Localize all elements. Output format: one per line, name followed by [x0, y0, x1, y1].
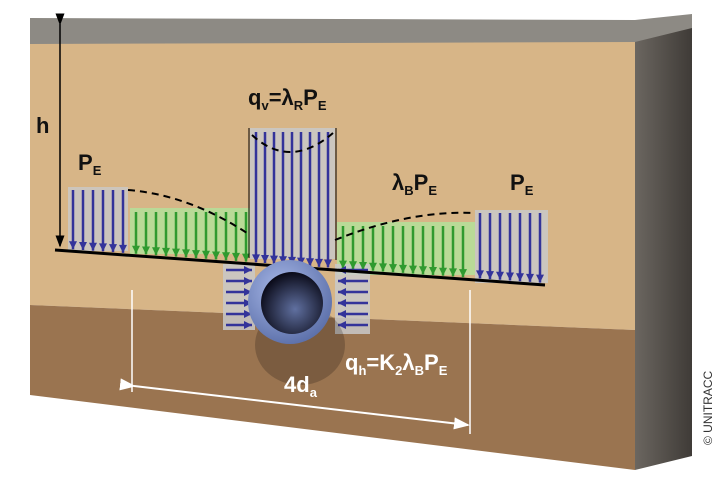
load-zone-green-left [130, 208, 250, 254]
arrow-head [242, 253, 250, 262]
arrow-head [99, 243, 107, 252]
arrow-head [162, 247, 170, 256]
arrow-head [89, 242, 97, 251]
arrow-head [244, 288, 252, 296]
label-pe-left: PE [78, 150, 102, 178]
arrow-head [409, 265, 417, 274]
arrow-head [270, 255, 278, 264]
arrow-head [429, 267, 437, 275]
arrow-head [338, 310, 346, 318]
arrow-head [244, 299, 252, 307]
arrow-head [244, 266, 252, 274]
load-curve-dashed [127, 132, 476, 241]
arrow-head [486, 271, 494, 280]
arrow-head [109, 244, 117, 253]
arrow-head [192, 250, 200, 259]
arrow-head [338, 288, 346, 296]
arrow-head [279, 256, 287, 265]
arrow-head [244, 321, 252, 329]
width-dimension-arrow [119, 378, 470, 430]
arrow-head [79, 242, 87, 250]
arrow-head [349, 261, 357, 270]
arrow-head [119, 244, 127, 253]
label-lambda-b-pe: λBPE [392, 170, 437, 198]
arrow-head [252, 254, 260, 263]
label-h: h [36, 113, 49, 138]
load-arrows [69, 132, 544, 329]
arrow-head [172, 248, 180, 257]
arrow-head [152, 247, 160, 256]
soil-right-face [635, 16, 692, 470]
arrow-head [339, 260, 347, 269]
arrow-head [142, 246, 150, 255]
arrow-head [244, 310, 252, 318]
arrow-head [244, 277, 252, 285]
arrow-head [526, 273, 534, 282]
load-zone-pe-right [475, 210, 548, 283]
arrow-head [516, 273, 524, 282]
arrow-head [379, 263, 387, 272]
arrow-head [419, 266, 427, 275]
arrow-head [496, 271, 504, 280]
arrow-head [439, 267, 447, 276]
lateral-zone-right [335, 264, 370, 334]
arrow-head [338, 277, 346, 285]
arrow-head [232, 252, 240, 261]
label-qh: qh=K2λBPE [345, 350, 448, 378]
arrow-head [476, 270, 484, 279]
copyright-text: © UNITRACC [701, 370, 715, 445]
arrow-head [449, 268, 457, 277]
arrow-head [306, 258, 314, 267]
arrow-head [389, 264, 397, 273]
load-zone-pe-left [68, 187, 128, 251]
arrow-head [338, 321, 346, 329]
arrow-head [212, 251, 220, 260]
arrow-head [536, 274, 544, 283]
arrow-head [69, 241, 77, 250]
arrow-head [399, 264, 407, 273]
arrow-head [261, 255, 269, 263]
arrow-head [359, 262, 367, 270]
arrow-head [506, 272, 514, 281]
label-4da: 4da [284, 372, 318, 400]
arrow-head [315, 258, 323, 267]
arrow-head [338, 299, 346, 307]
arrow-head [202, 250, 210, 259]
arrow-head [182, 249, 190, 258]
arrow-head [324, 259, 332, 268]
label-qv: qv=λRPE [248, 85, 327, 113]
pipe [248, 260, 345, 385]
arrow-head [222, 252, 230, 261]
gravel-surface [30, 14, 692, 44]
label-pe-right: PE [510, 170, 534, 198]
arrow-head [459, 269, 467, 278]
arrow-head [369, 262, 377, 271]
arrow-head [132, 245, 140, 254]
